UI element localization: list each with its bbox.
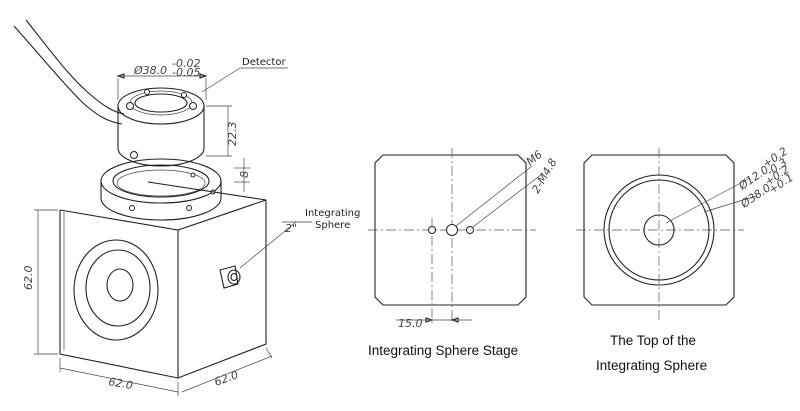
detector-cable xyxy=(13,25,123,125)
integrating-sphere-cube xyxy=(59,181,267,379)
top-view: Ø12.0 +0.2 -0.3 Ø38.0 +0.2 +0.1 The Top … xyxy=(576,145,796,373)
detector xyxy=(117,87,205,167)
cube-width-dim: 62.0 xyxy=(107,375,133,392)
port-size-dim: 2" xyxy=(285,222,297,235)
svg-text:-0.05: -0.05 xyxy=(172,66,200,79)
detector-diameter-dim: Ø38.0 xyxy=(133,64,167,77)
detector-height-dim: 22.3 xyxy=(226,122,239,147)
svg-text:-0.02: -0.02 xyxy=(172,57,200,70)
cube-depth-dim: 62.0 xyxy=(213,368,240,389)
integrating-sphere-label-1: Integrating xyxy=(305,208,360,219)
gap-dim: 8 xyxy=(238,171,251,178)
integrating-sphere-label-2: Sphere xyxy=(315,220,350,231)
assembly-view: Ø38.0 -0.02 -0.05 Detector 22.3 8 xyxy=(13,19,360,396)
stage-caption: Integrating Sphere Stage xyxy=(368,343,518,358)
top-caption-line-2: Integrating Sphere xyxy=(596,358,707,373)
top-caption-line-1: The Top of the xyxy=(610,333,696,348)
stage-spacing-dim: 15.0 xyxy=(398,317,423,330)
detector-label: Detector xyxy=(242,57,286,68)
cube-height-dim: 62.0 xyxy=(22,266,35,291)
stage-view: M6 2-M4.8 15.0 Integrating Sphere Stage xyxy=(368,148,560,358)
stage-ring xyxy=(100,158,222,221)
stage-m6-dim: M6 xyxy=(524,148,545,168)
